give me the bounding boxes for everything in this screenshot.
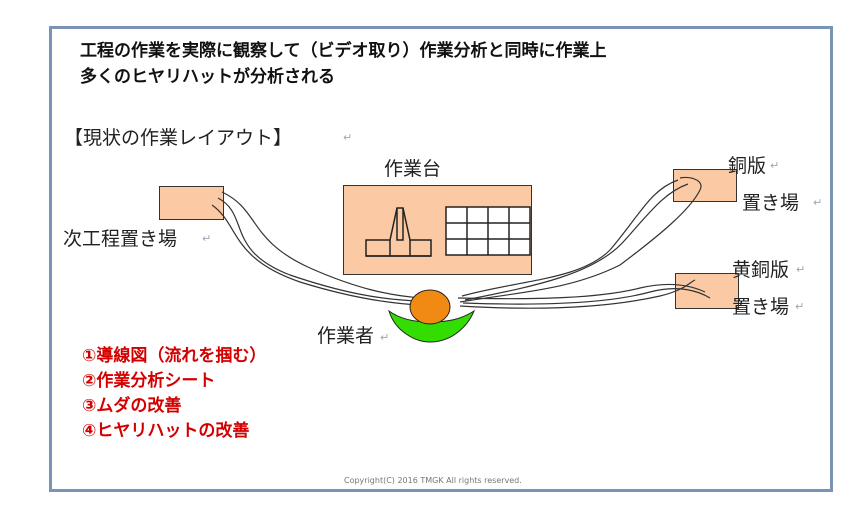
worker-label: 作業者	[317, 325, 375, 347]
copper-plate-box	[673, 169, 737, 202]
parts-grid	[445, 206, 531, 256]
next-process-box	[159, 186, 224, 220]
next-process-label: 次工程置き場	[63, 228, 178, 250]
copper-plate-label-2: 置き場	[742, 192, 800, 214]
title-line-2: 多くのヒヤリハットが分析される	[80, 67, 335, 87]
workbench-label: 作業台	[384, 158, 442, 180]
jig-drawing	[365, 207, 432, 257]
worker-head	[409, 289, 451, 325]
copyright-footer: Copyright(C) 2016 TMGK All rights reserv…	[344, 476, 522, 485]
copper-plate-label-1: 銅版	[728, 155, 767, 177]
brass-plate-label-1: 黄銅版	[732, 259, 790, 281]
flow-lines	[211, 176, 711, 309]
step-3: ③ムダの改善	[82, 396, 182, 416]
paragraph-mark: ↵	[813, 196, 823, 209]
title-line-1: 工程の作業を実際に観察して（ビデオ取り）作業分析と同時に作業上	[80, 41, 607, 61]
step-4: ④ヒヤリハットの改善	[82, 421, 250, 441]
paragraph-mark: ↵	[795, 300, 805, 313]
paragraph-mark: ↵	[796, 263, 806, 276]
worker-body	[388, 309, 476, 343]
brass-plate-box	[675, 273, 739, 309]
paragraph-mark: ↵	[343, 131, 353, 144]
paragraph-mark: ↵	[770, 159, 780, 172]
step-2: ②作業分析シート	[82, 371, 216, 391]
step-1: ①導線図（流れを掴む）	[82, 346, 267, 366]
brass-plate-label-2: 置き場	[732, 296, 790, 318]
paragraph-mark: ↵	[202, 232, 212, 245]
paragraph-mark: ↵	[380, 331, 390, 344]
layout-heading: 【現状の作業レイアウト】	[64, 127, 293, 149]
